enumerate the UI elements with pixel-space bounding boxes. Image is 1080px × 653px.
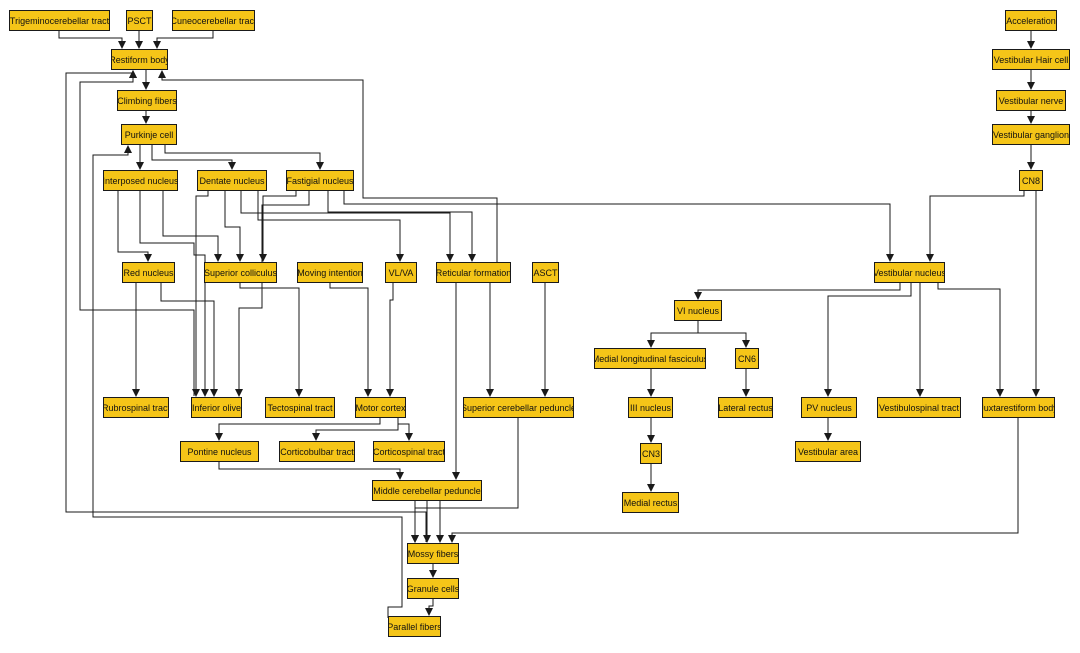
connector-arrow: [224, 191, 244, 262]
node-lateral-rectus: Lateral rectus: [718, 397, 773, 418]
connector-arrow: [425, 599, 434, 616]
node-reticular-formation: Reticular formation: [436, 262, 511, 283]
node-red-nucleus: Red nucleus: [122, 262, 175, 283]
node-interposed-nucleus: Interposed nucleus: [103, 170, 178, 191]
connector-arrow: [215, 418, 381, 441]
connector-arrow: [824, 283, 912, 397]
node-vestibulospinal-tract: Vestibulospinal tract: [877, 397, 961, 418]
node-pontine-nucleus: Pontine nucleus: [180, 441, 259, 462]
node-parallel-fibers: Parallel fibers: [388, 616, 441, 637]
node-tectospinal-tract: Tectospinal tract: [265, 397, 335, 418]
node-middle-cerebellar-peduncle: Middle cerebellar peduncle: [372, 480, 482, 501]
node-mossy-fibers: Mossy fibers: [407, 543, 459, 564]
connector-arrow: [117, 191, 152, 262]
connector-arrow: [259, 191, 297, 262]
connector-arrow: [386, 283, 394, 397]
node-moving-intention: Moving intention: [297, 262, 363, 283]
node-corticobulbar-tract: Corticobulbar tract: [279, 441, 355, 462]
connector-arrow: [151, 145, 236, 170]
connector-arrow: [926, 191, 1025, 262]
connector-arrow: [329, 283, 372, 397]
connector-arrow: [327, 191, 476, 262]
connector-arrow: [160, 283, 218, 397]
connector-arrow: [240, 191, 454, 262]
node-iii-nucleus: III nucleus: [628, 397, 673, 418]
node-granule-cells: Granule cells: [407, 578, 459, 599]
node-cn6: CN6: [735, 348, 759, 369]
node-vestibular-area: Vestibular area: [795, 441, 861, 462]
node-vi-nucleus: VI nucleus: [674, 300, 722, 321]
connector-arrow: [235, 191, 310, 397]
connector-arrow: [58, 31, 126, 49]
node-vestibular-nerve: Vestibular nerve: [996, 90, 1066, 111]
node-inferior-olive: Inferior olive: [191, 397, 242, 418]
node-motor-cortex: Motor cortex: [355, 397, 406, 418]
node-vestibular-nucleus: Vestibular nucleus: [874, 262, 945, 283]
node-cuneocerebellar-tract: Cuneocerebellar tract: [172, 10, 255, 31]
connector-arrow: [312, 418, 399, 441]
connector-arrow: [139, 191, 209, 397]
node-medial-longitudinal-fasciculus: Medial longitudinal fasciculus: [594, 348, 706, 369]
connector-arrow: [937, 283, 1004, 397]
connector-arrow: [647, 321, 699, 348]
connector-arrow: [697, 321, 750, 348]
connector-arrow: [158, 70, 498, 262]
node-superior-cerebellar-peduncle: Superior cerebellar peduncle: [463, 397, 574, 418]
node-psct: PSCT: [126, 10, 153, 31]
connector-arrow: [397, 418, 413, 441]
connector-arrow: [153, 31, 214, 49]
node-trigeminocerebellar-tract: Trigeminocerebellar tract: [9, 10, 110, 31]
node-restiform-body: Restiform body: [111, 49, 168, 70]
node-juxtarestiform-body: Juxtarestiform body: [982, 397, 1055, 418]
node-cn3: CN3: [640, 443, 662, 464]
node-rubrospinal-tract: Rubrospinal tract: [103, 397, 169, 418]
connector-arrow: [448, 418, 1019, 543]
connector-arrow: [192, 191, 209, 397]
node-vestibular-hair-cell: Vestibular Hair cell: [992, 49, 1070, 70]
node-fastigial-nucleus: Fastigial nucleus: [286, 170, 354, 191]
connector-arrow: [162, 191, 222, 262]
node-corticospinal-tract: Corticospinal tract: [373, 441, 445, 462]
node-vestibular-ganglion: Vestibular ganglion: [992, 124, 1070, 145]
connector-arrow: [79, 70, 195, 396]
connector-arrow: [218, 462, 404, 480]
connector-arrow: [343, 191, 894, 262]
connector-arrow: [239, 283, 303, 397]
node-vl-va: VL/VA: [385, 262, 417, 283]
node-medial-rectus: Medial rectus: [622, 492, 679, 513]
node-asct: ASCT: [532, 262, 559, 283]
connector-arrow: [694, 283, 901, 300]
node-superior-colliculus: Superior colliculus: [204, 262, 277, 283]
connector-arrow: [411, 418, 519, 543]
connector-arrow: [164, 145, 324, 170]
node-cn8: CN8: [1019, 170, 1043, 191]
connector-arrow: [257, 191, 404, 262]
connector-arrow: [65, 70, 427, 542]
node-dentate-nucleus: Dentate nucleus: [197, 170, 267, 191]
node-pv-nucleus: PV nucleus: [801, 397, 857, 418]
node-climbing-fibers: Climbing fibers: [117, 90, 177, 111]
node-acceleration: Acceleration: [1005, 10, 1057, 31]
connector-arrow: [92, 145, 403, 618]
node-purkinje-cell: Purkinje cell: [121, 124, 177, 145]
